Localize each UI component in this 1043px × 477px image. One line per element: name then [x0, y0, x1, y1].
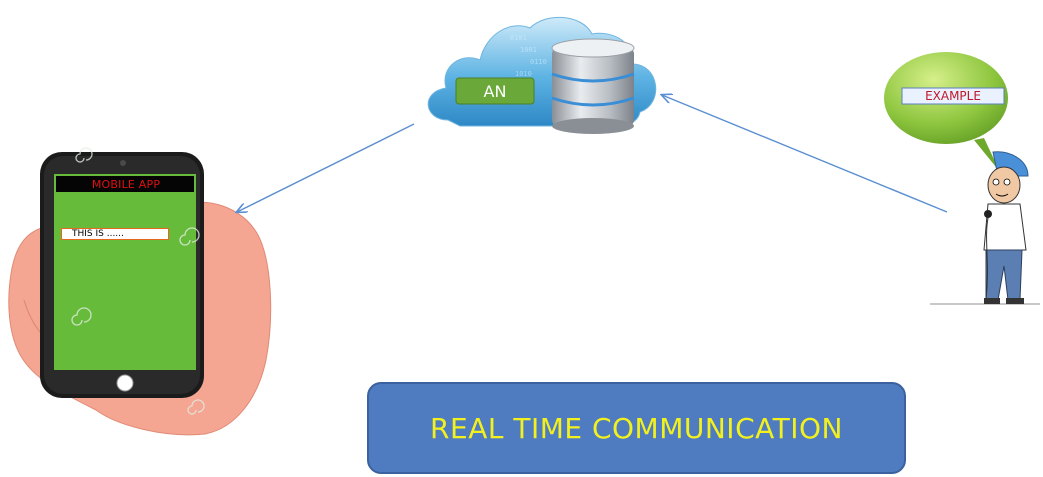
svg-text:0101: 0101 [510, 34, 527, 42]
an-badge-box [455, 77, 535, 105]
cloud-label: AN [483, 81, 507, 101]
phone-title-bar [56, 176, 194, 192]
smartphone [40, 147, 205, 415]
phone-text-input[interactable]: THIS IS ...... [61, 228, 169, 240]
svg-text:1010: 1010 [515, 70, 532, 78]
watermark-swirl-icon [71, 147, 205, 415]
speaker-person-icon [930, 151, 1040, 305]
speech-bubble [884, 52, 1008, 172]
phone-screen [54, 174, 196, 370]
svg-text:0110: 0110 [530, 58, 547, 66]
arrow-cloud-to-phone [237, 123, 415, 212]
banner-text: REAL TIME COMMUNICATION [430, 411, 843, 445]
cloud-database-icon: 0101 1001 0110 1010 [427, 16, 657, 134]
real-time-communication-banner: REAL TIME COMMUNICATION [367, 382, 906, 474]
home-button-icon [116, 374, 134, 392]
speech-bubble-label: EXAMPLE [925, 89, 981, 103]
svg-text:1001: 1001 [520, 46, 537, 54]
arrow-speaker-to-cloud [662, 95, 948, 213]
phone-app-title: MOBILE APP [91, 177, 161, 191]
